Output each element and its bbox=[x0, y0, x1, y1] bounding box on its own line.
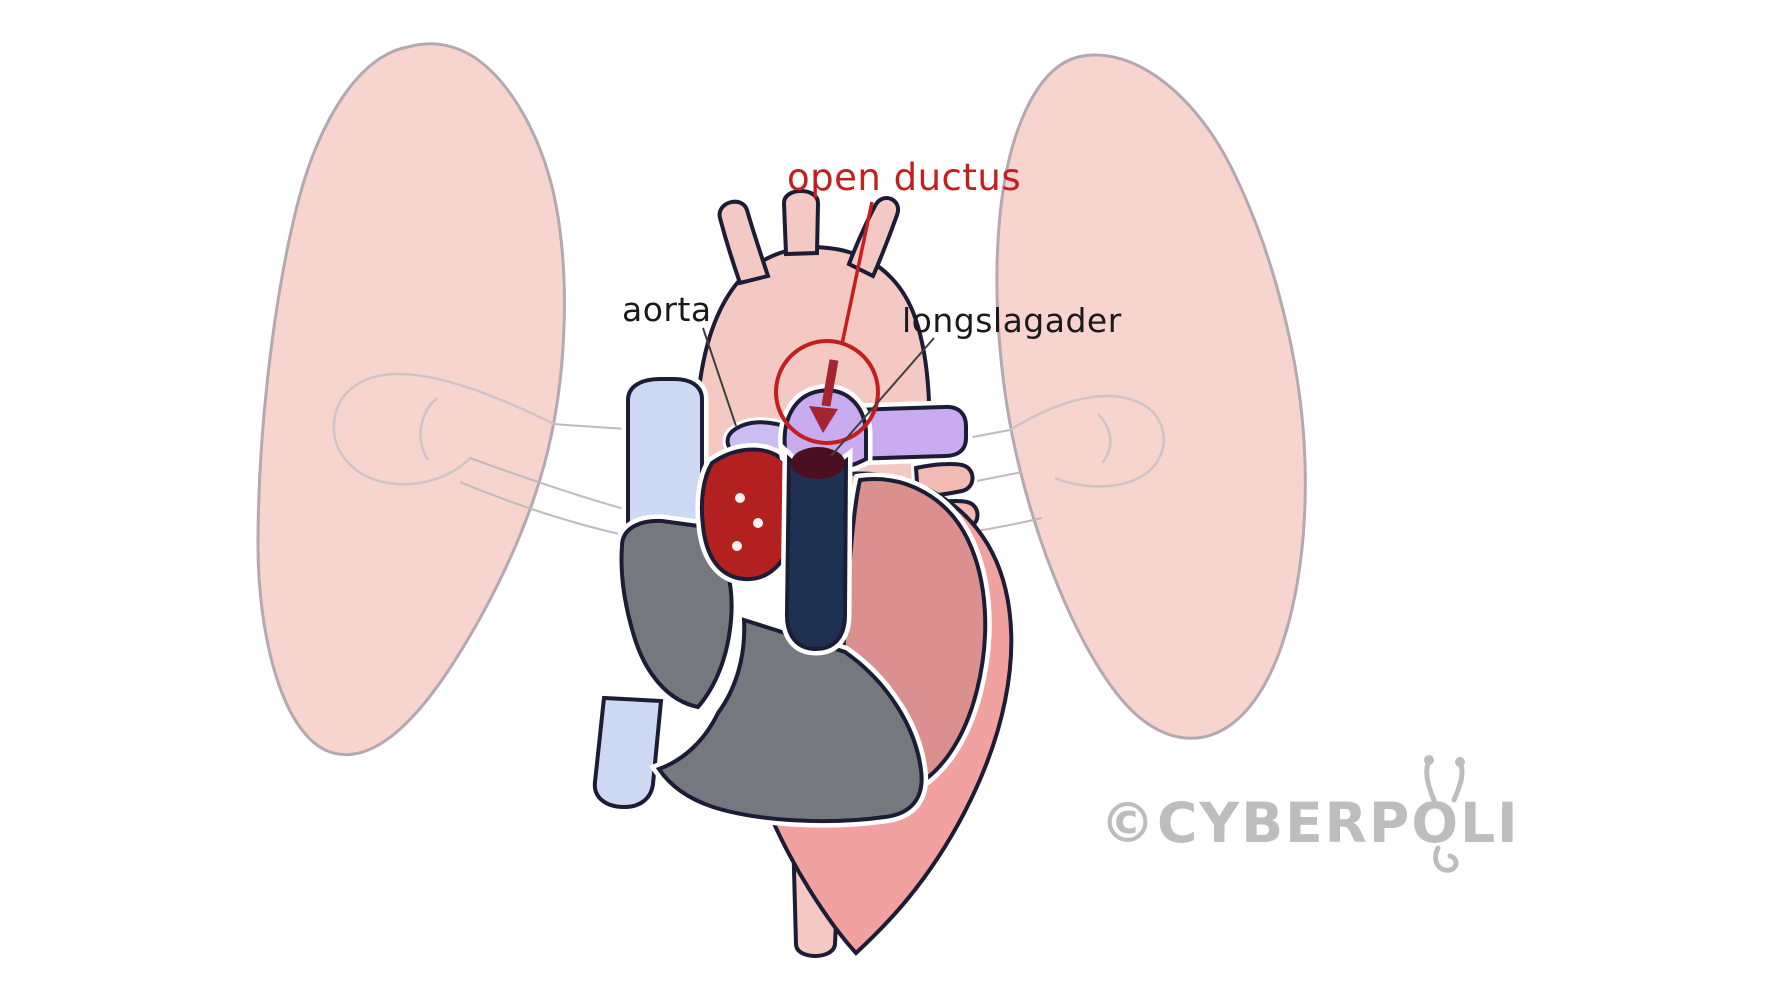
right-lung-inner-line bbox=[1009, 394, 1165, 488]
atrium-dot bbox=[735, 493, 745, 503]
left-lung-inner-line bbox=[419, 397, 438, 461]
ductus-flow-arrowhead-icon bbox=[809, 406, 838, 433]
right-ventricle bbox=[655, 617, 924, 824]
atrium-dot bbox=[732, 541, 742, 551]
open-ductus-circle-annotation bbox=[774, 339, 880, 445]
superior-vena-cava bbox=[626, 377, 704, 536]
right-lung-inner-line bbox=[1097, 413, 1112, 464]
left-pulmonary-vessel-line bbox=[459, 481, 625, 536]
aortic-branch bbox=[846, 196, 901, 279]
right-lung bbox=[995, 53, 1307, 740]
label-aorta: aorta bbox=[622, 290, 712, 329]
open-ductus-pointer-line bbox=[840, 201, 874, 345]
atrium-dot bbox=[753, 518, 763, 528]
left-lung bbox=[256, 42, 566, 757]
watermark-text: ©CYBERPOLI bbox=[1100, 791, 1520, 855]
ductus-vessel bbox=[784, 454, 849, 652]
label-longslagader: longslagader bbox=[902, 301, 1122, 340]
label-open-ductus: open ductus bbox=[787, 156, 1022, 199]
left-pulmonary-vessel-line bbox=[469, 457, 629, 511]
left-atrium bbox=[699, 447, 799, 582]
aorta-leader-line bbox=[702, 327, 737, 427]
watermark-bug-icon bbox=[1424, 755, 1465, 873]
aortic-branch bbox=[781, 189, 821, 257]
aortic-branch bbox=[717, 199, 771, 286]
ductus-opening bbox=[791, 447, 845, 479]
ductus-flow-arrow-icon bbox=[821, 359, 839, 407]
longslagader-leader-line bbox=[830, 337, 935, 457]
inferior-vena-cava bbox=[592, 695, 664, 810]
right-atrium bbox=[619, 518, 734, 710]
pulmonary-artery-right-branch bbox=[850, 404, 968, 462]
left-lung-inner-line bbox=[332, 372, 555, 486]
